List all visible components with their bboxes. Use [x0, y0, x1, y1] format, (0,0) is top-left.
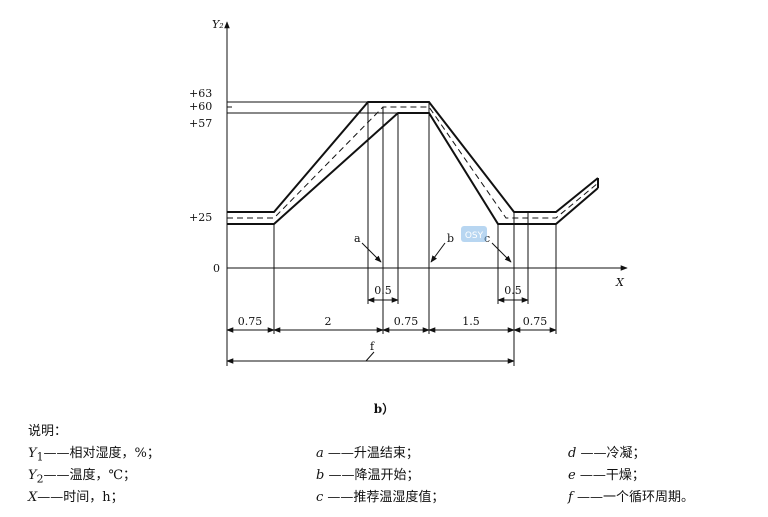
cycle-leader: [365, 351, 375, 362]
x-axis-label: X: [615, 276, 625, 289]
legend-subscript: 1: [36, 450, 44, 464]
y-tick-60: +60: [189, 100, 212, 113]
legend-text: ——一个循环周期。: [572, 490, 694, 505]
legend-symbol: f: [568, 490, 573, 505]
legend-title: 说明：: [28, 424, 68, 439]
legend-symbol: b: [316, 468, 325, 483]
legend-item: Y1——相对湿度，%；: [28, 443, 316, 465]
callout-c-leader: [491, 242, 512, 263]
legend-symbol: Y: [28, 468, 37, 483]
watermark-logo: OSY: [461, 226, 487, 242]
segment-bottom-4: 1.5: [462, 315, 480, 328]
segment-bottom-1: 0.75: [238, 315, 263, 328]
legend-row: Y2——温度，℃；b ——降温开始；e ——干燥；: [28, 465, 758, 487]
legend-row: Y1——相对湿度，%；a ——升温结束；d ——冷凝；: [28, 443, 758, 465]
legend-text: ——相对湿度，%；: [43, 446, 160, 461]
callout-a-leader: [361, 242, 382, 263]
segment-bottom-5: 0.75: [523, 315, 548, 328]
temperature-cycle-diagram: Y₂ X +63 +60 +57 +25 0 0.5 0.5 0.75 2 0.…: [189, 18, 628, 366]
legend-symbol: a: [316, 446, 324, 461]
legend-text: ——降温开始；: [324, 468, 420, 483]
legend-item: e ——干燥；: [568, 465, 758, 487]
y-tick-0: 0: [213, 262, 220, 275]
y-axis-label: Y₂: [212, 18, 224, 31]
y-tick-63: +63: [189, 87, 212, 100]
legend-item: a ——升温结束；: [316, 443, 568, 465]
segment-top-1: 0.5: [374, 284, 392, 297]
legend-item: f ——一个循环周期。: [568, 487, 758, 509]
lower-bound-curve: [227, 112, 599, 225]
legend-symbol: X: [28, 490, 38, 505]
y-tick-25: +25: [189, 211, 212, 224]
legend-symbol: d: [568, 446, 577, 461]
legend-text: ——时间，h；: [37, 490, 124, 505]
cycle-label: f: [370, 340, 375, 353]
y-tick-57: +57: [189, 117, 212, 130]
legend-subscript: 2: [36, 472, 44, 486]
segment-bottom-2: 2: [325, 315, 332, 328]
legend-symbol: c: [316, 490, 324, 505]
watermark-text: OSY: [465, 231, 484, 241]
callout-b: b: [447, 232, 454, 245]
figure-caption: b）: [373, 402, 395, 416]
nominal-curve: [227, 106, 599, 219]
legend-text: ——温度，℃；: [43, 468, 137, 483]
callout-b-leader: [430, 242, 446, 263]
legend-row: X——时间，h；c ——推荐温湿度值；f ——一个循环周期。: [28, 487, 758, 509]
upper-bound-curve: [227, 101, 599, 213]
legend-text: ——推荐温湿度值；: [323, 490, 445, 505]
legend-item: X——时间，h；: [28, 487, 316, 509]
legend-item: d ——冷凝；: [568, 443, 758, 465]
legend-symbol: e: [568, 468, 576, 483]
legend-rows: Y1——相对湿度，%；a ——升温结束；d ——冷凝；Y2——温度，℃；b ——…: [28, 443, 758, 509]
callout-a: a: [354, 232, 361, 245]
legend: 说明： Y1——相对湿度，%；a ——升温结束；d ——冷凝；Y2——温度，℃；…: [28, 421, 758, 509]
legend-item: Y2——温度，℃；: [28, 465, 316, 487]
legend-item: c ——推荐温湿度值；: [316, 487, 568, 509]
segment-bottom-3: 0.75: [394, 315, 419, 328]
legend-item: b ——降温开始；: [316, 465, 568, 487]
legend-text: ——升温结束；: [323, 446, 419, 461]
legend-symbol: Y: [28, 446, 37, 461]
callout-c: c: [484, 232, 490, 245]
legend-text: ——冷凝；: [576, 446, 646, 461]
legend-text: ——干燥；: [575, 468, 645, 483]
segment-top-2: 0.5: [504, 284, 522, 297]
